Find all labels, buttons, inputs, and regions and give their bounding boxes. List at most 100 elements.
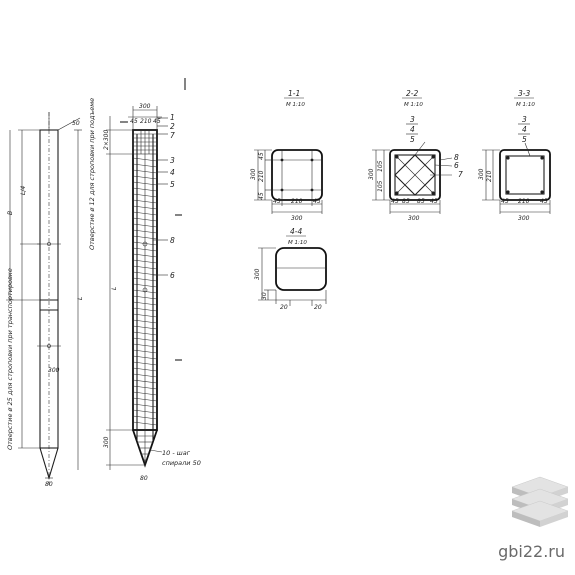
note-lifting-holes: Отверстие ø 12 для строповки при подъеме [88, 98, 96, 250]
spiral-turn [132, 421, 158, 426]
dim-210-top: 210 [140, 118, 152, 125]
note-transport-holes: Отверстие ø 25 для строповки при транспо… [6, 268, 14, 450]
spiral-turn [132, 271, 158, 276]
pile-reinforcement-view [106, 78, 186, 470]
dim-l4-left: L/4 [20, 186, 27, 195]
note-spiral-label: 10 - шаг [162, 449, 191, 457]
s2-dim-105-v-top: 105 [377, 160, 384, 172]
section-4-4 [258, 247, 327, 306]
s1-dim-45-v-bot: 45 [258, 192, 265, 200]
s3-dim-45-h-right: 45 [540, 198, 548, 205]
s2-dim-45-h-right: 45 [430, 198, 438, 205]
callout-1: 1 [170, 113, 175, 122]
callout-5: 5 [170, 180, 175, 189]
dim-80-bottom-left: 80 [45, 481, 53, 488]
spiral-turn [132, 403, 158, 408]
section-4-4-title: 4-4 [290, 227, 302, 236]
spiral-turn [132, 211, 158, 216]
dim-b-left: B [7, 211, 14, 215]
section-3-3 [482, 142, 551, 214]
spiral-turn [132, 319, 158, 324]
s2-dim-105-v-bot: 105 [377, 180, 384, 192]
spiral-turn [132, 181, 158, 186]
s1-dim-210-h: 210 [291, 198, 303, 205]
spiral-turn [132, 253, 158, 258]
dim-l-center: L [111, 287, 118, 290]
dim-l-left: L [77, 297, 84, 300]
spiral-turn [132, 385, 158, 390]
s4-dim-300-v: 300 [254, 268, 261, 280]
spiral-turn [132, 391, 158, 396]
s4-dim-30-v: 30 [261, 292, 268, 300]
callout-7: 7 [170, 131, 175, 140]
spiral-turn [132, 379, 158, 384]
s3-callout-5: 5 [522, 135, 527, 144]
spiral-turn [132, 343, 158, 348]
s2-dim-300-v: 300 [368, 168, 375, 180]
spiral-turn [132, 307, 158, 312]
dim-50-top: 50 [72, 120, 80, 127]
spiral-turn [132, 175, 158, 180]
spiral-turn [132, 229, 158, 234]
spiral-turn [132, 367, 158, 372]
s2-dim-85-h-right: 85 [417, 198, 425, 205]
section-2-2 [372, 141, 453, 214]
spiral-turn [132, 193, 158, 198]
s4-dim-20-h-right: 20 [314, 304, 322, 311]
dim-2x300-center: 2×300 [103, 130, 110, 150]
spiral-turn [132, 301, 158, 306]
callout-2: 2 [170, 122, 175, 131]
s1-dim-45-h-left: 45 [273, 198, 281, 205]
spiral-turn [132, 259, 158, 264]
spiral-turn [132, 217, 158, 222]
s2-dim-300-h: 300 [408, 215, 420, 222]
dim-300-top-center: 300 [139, 103, 151, 110]
spiral-turn [132, 241, 158, 246]
section-3-3-scale: М 1:10 [516, 102, 535, 108]
section-2-2-title: 2-2 [406, 89, 418, 98]
section-1-1 [254, 149, 323, 214]
section-2-2-scale: М 1:10 [404, 102, 423, 108]
spiral-turn [132, 415, 158, 420]
s2-callout-7: 7 [458, 170, 463, 179]
s3-dim-45-h-left: 45 [501, 198, 509, 205]
spiral-turn [132, 283, 158, 288]
dim-300-center-bottom: 300 [103, 436, 110, 448]
spiral-turn [132, 337, 158, 342]
s3-callout-4: 4 [522, 125, 527, 134]
spiral-turn [132, 169, 158, 174]
callout-3: 3 [170, 156, 175, 165]
s3-dim-210-h: 210 [518, 198, 530, 205]
s1-dim-45-v-top: 45 [258, 152, 265, 160]
dim-45-top-right: 45 [153, 118, 161, 125]
s1-dim-300-h: 300 [291, 215, 303, 222]
spiral-turn [132, 289, 158, 294]
note-spiral-step: спирали 50 [162, 459, 201, 467]
s1-dim-300-v: 300 [250, 168, 257, 180]
section-3-3-title: 3-3 [518, 89, 530, 98]
dim-45-top-left: 45 [130, 118, 138, 125]
s2-callout-5: 5 [410, 135, 415, 144]
s4-dim-20-h-left: 20 [280, 304, 288, 311]
s1-dim-210-v: 210 [258, 170, 265, 182]
spiral-turn [132, 235, 158, 240]
s2-dim-85-h-left: 85 [402, 198, 410, 205]
spiral-turn [132, 163, 158, 168]
spiral-turn [132, 373, 158, 378]
spiral-turn [132, 277, 158, 282]
spiral-turn [132, 187, 158, 192]
s2-dim-45-h-left: 45 [391, 198, 399, 205]
s3-dim-300-h: 300 [518, 215, 530, 222]
spiral-turn [132, 199, 158, 204]
spiral-turn [132, 331, 158, 336]
watermark-site: gbi22.ru [498, 542, 565, 561]
section-1-1-scale: М 1:10 [286, 102, 305, 108]
spiral-turn [132, 313, 158, 318]
s2-callout-3: 3 [410, 115, 415, 124]
spiral-turn [132, 223, 158, 228]
callout-8: 8 [170, 236, 175, 245]
spiral-turn [132, 265, 158, 270]
s1-dim-45-h-right: 45 [313, 198, 321, 205]
stacked-slabs-icon [511, 476, 569, 527]
